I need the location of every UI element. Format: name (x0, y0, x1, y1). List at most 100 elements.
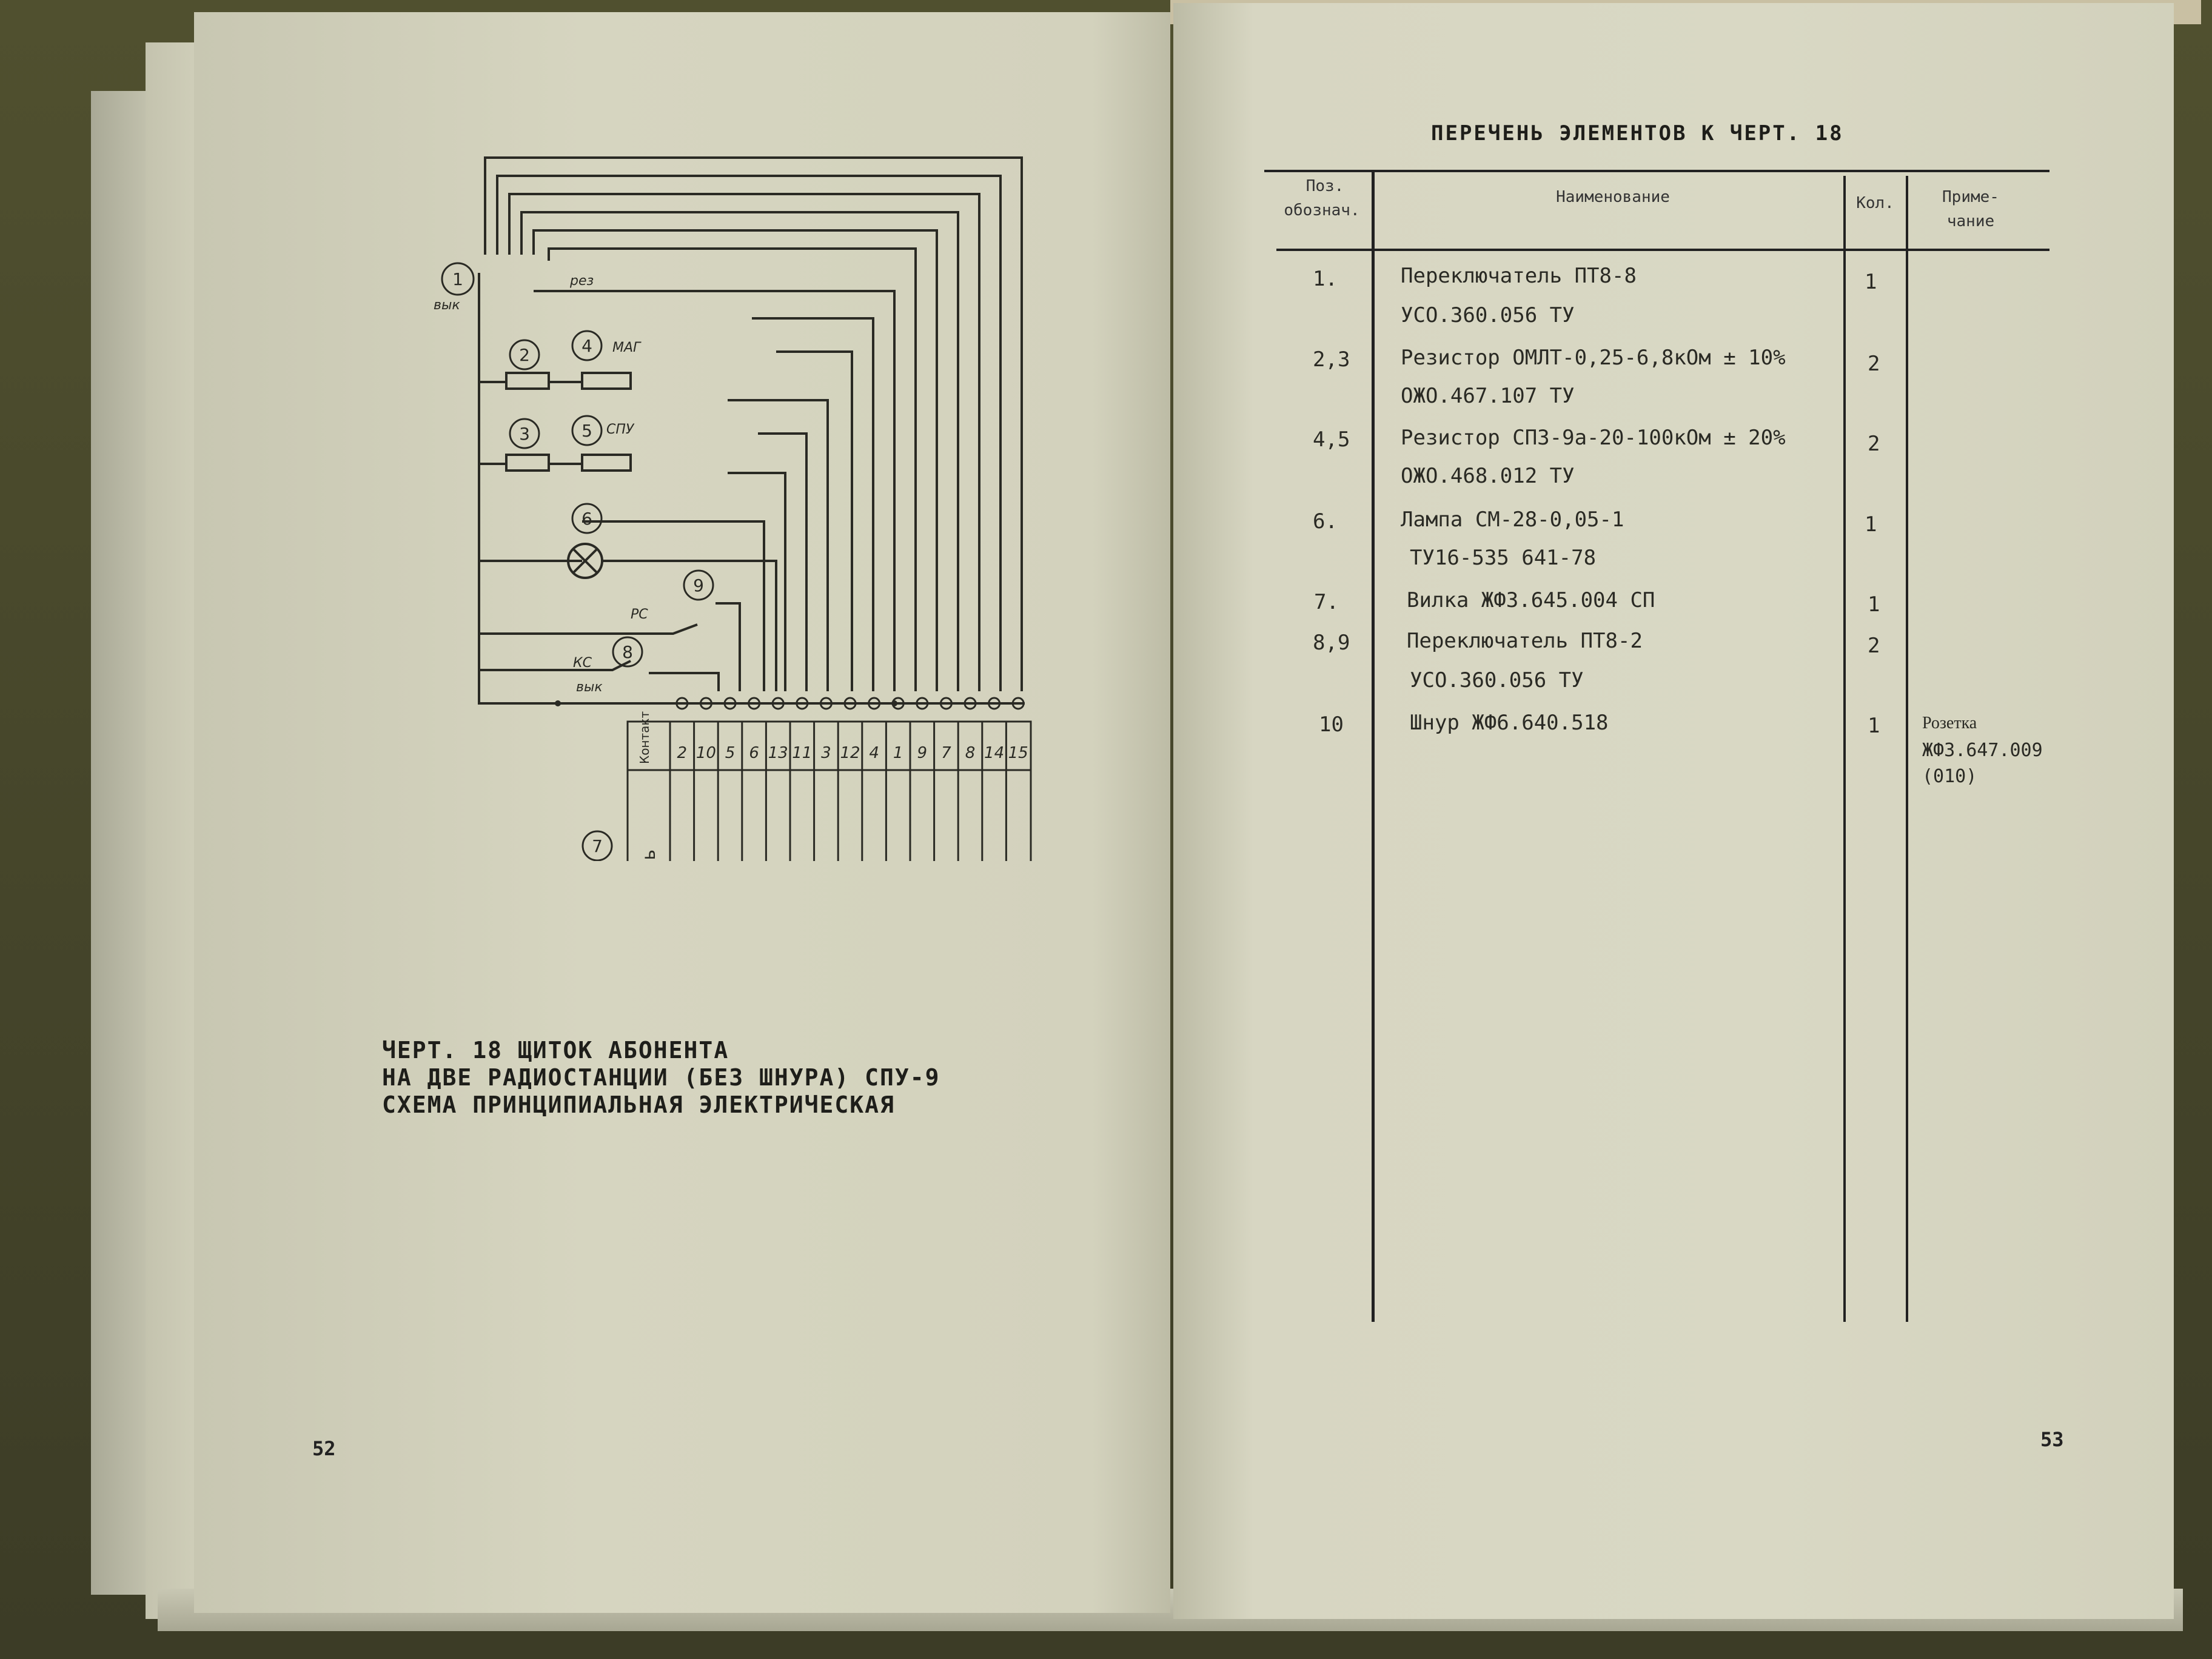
pin-number: 9 (917, 744, 928, 762)
wire (532, 229, 938, 691)
element-number: 1 (452, 269, 463, 289)
connector-pin-columns: 2-27В РС10Вход МО (РС)5+РС к реле РС6+ Р… (675, 697, 1028, 861)
row-name-line2: УСО.360.056 ТУ (1410, 668, 1584, 692)
connector-contact (891, 697, 905, 710)
row-pos: 10 (1319, 712, 1344, 737)
row-name-line1: Резистор ОМЛТ-0,25-6,8кОм ± 10% (1401, 346, 1786, 370)
wire (649, 672, 720, 691)
label-spu: СПУ (606, 422, 635, 437)
header-name: Наименование (1556, 188, 1670, 206)
column-divider (1843, 176, 1846, 1322)
row-pos: 4,5 (1313, 427, 1350, 452)
wire (752, 317, 874, 691)
element-circle (571, 415, 603, 446)
wire (602, 560, 777, 691)
connector-contact (1011, 697, 1025, 710)
element-number: 6 (581, 509, 592, 529)
connector-contact (699, 697, 712, 710)
element-number: 7 (592, 836, 603, 856)
element-circle (571, 330, 603, 361)
resistor-3 (505, 454, 550, 472)
header-pos-line1: Поз. (1305, 177, 1344, 195)
circuit-diagram: 1 2 3 4 5 6 7 8 9 рез вык МАГ СПУ РС КС … (434, 156, 1032, 861)
wire (728, 472, 786, 691)
wire (716, 602, 741, 691)
connector-contact (843, 697, 857, 710)
pin-number: 15 (1008, 744, 1028, 762)
column-divider (1906, 176, 1908, 1322)
pin-number: 12 (840, 744, 860, 762)
element-number: 3 (519, 424, 530, 444)
element-circle (509, 418, 540, 449)
page-number-left: 52 (312, 1437, 336, 1460)
row-pos: 8,9 (1313, 631, 1350, 655)
element-number: 5 (581, 421, 592, 441)
row-name-line1: Переключатель ПТ8-2 (1407, 629, 1643, 653)
wire (776, 350, 853, 691)
row-pos: 2,3 (1313, 347, 1350, 372)
wire (758, 432, 808, 691)
column-divider (1372, 170, 1375, 1322)
row-qty: 1 (1868, 592, 1880, 617)
right-page: ПЕРЕЧЕНЬ ЭЛЕМЕНТОВ К ЧЕРТ. 18 Поз. обозн… (1173, 3, 2174, 1619)
connector-block (626, 720, 1032, 861)
pin-number: 7 (941, 744, 951, 762)
row-pos: 1. (1313, 267, 1338, 291)
resistor-2 (505, 372, 550, 390)
resistor-5 (581, 454, 632, 472)
pin-number: 8 (965, 744, 976, 762)
resistor-4 (581, 372, 632, 390)
row-name-line1: Резистор СП3-9а-20-100кОм ± 20% (1401, 426, 1786, 450)
table-title: ПЕРЕЧЕНЬ ЭЛЕМЕНТОВ К ЧЕРТ. 18 (1431, 121, 1844, 146)
connector-contact (748, 697, 761, 710)
row-pos: 6. (1313, 509, 1338, 534)
page-number-right: 53 (2040, 1428, 2064, 1451)
connector-contact (916, 697, 929, 710)
connector-contact (796, 697, 809, 710)
label-cep: Цепь (638, 850, 660, 861)
left-page: 1 2 3 4 5 6 7 8 9 рез вык МАГ СПУ РС КС … (194, 12, 1170, 1613)
element-circle (612, 636, 643, 668)
wire (534, 290, 896, 691)
table-header-rule (1276, 249, 2049, 251)
element-circle (441, 262, 475, 296)
row-name-line2: ОЖО.467.107 ТУ (1401, 384, 1575, 408)
wire (496, 175, 1002, 691)
row-qty: 1 (1865, 270, 1877, 294)
label-vyk2: вык (576, 680, 603, 695)
wire (728, 399, 829, 691)
header-qty: Кол. (1856, 194, 1894, 212)
row-name-line1: Лампа СМ-28-0,05-1 (1401, 508, 1624, 532)
row-name-line1: Шнур ЖФ6.640.518 (1410, 711, 1609, 735)
pin-number: 5 (725, 744, 736, 762)
table-top-rule (1264, 170, 2049, 172)
connector-contact (868, 697, 881, 710)
connector-contact (988, 697, 1001, 710)
pin-number: 13 (768, 744, 788, 762)
row-name-line2: ТУ16-535 641-78 (1410, 546, 1597, 570)
header-note-line1: Приме- (1942, 188, 1999, 206)
row-qty: 1 (1865, 512, 1877, 537)
figure-caption-line3: СХЕМА ПРИНЦИПИАЛЬНАЯ ЭЛЕКТРИЧЕСКАЯ (382, 1091, 895, 1118)
row-qty: 2 (1868, 432, 1880, 456)
element-circle (571, 503, 603, 534)
row-note-line3: (010) (1922, 766, 1977, 787)
element-number: 9 (693, 575, 704, 595)
wire (479, 660, 631, 671)
element-circle (683, 569, 714, 601)
header-pos-line2: обознач. (1284, 201, 1360, 220)
figure-caption-line2: НА ДВЕ РАДИОСТАНЦИИ (БЕЗ ШНУРА) СПУ-9 (382, 1064, 940, 1091)
wire (479, 623, 698, 635)
element-circle (509, 339, 540, 370)
wire (484, 156, 1023, 691)
figure-caption-line1: ЧЕРТ. 18 ЩИТОК АБОНЕНТА (382, 1037, 729, 1064)
row-note-line1: Розетка (1922, 714, 1977, 732)
connector-contact (964, 697, 977, 710)
connector-contact (771, 697, 785, 710)
element-circle (581, 830, 613, 861)
pin-number: 1 (893, 744, 903, 762)
element-number: 4 (581, 336, 592, 356)
pin-number: 4 (869, 744, 879, 762)
label-vyk: вык (434, 298, 460, 313)
row-name-line1: Переключатель ПТ8-8 (1401, 264, 1637, 288)
